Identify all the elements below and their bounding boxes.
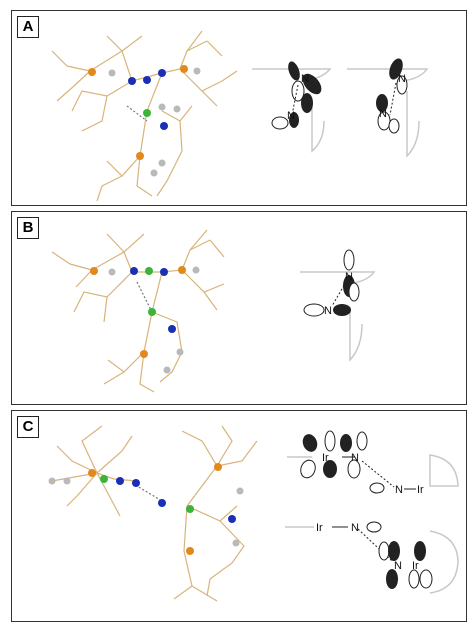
atom-label-ir: Ir	[322, 452, 329, 464]
panel-b: B	[11, 211, 467, 405]
atom-label-n: N	[324, 305, 332, 317]
panel-c-figure: Ir N N Ir Ir N N Ir	[48, 425, 459, 602]
panel-a-figure: N N N N	[51, 30, 429, 202]
panel-a: A	[11, 10, 467, 206]
atom-label-n: N	[351, 522, 359, 534]
atom-label-n: N	[398, 73, 406, 85]
panel-b-figure: N N	[51, 229, 376, 393]
panel-label-c: C	[17, 416, 39, 438]
orbital-diagram-a-right: N N	[347, 58, 429, 158]
atoms-a	[88, 65, 201, 177]
orbital-diagram-c-bottom: Ir N N Ir	[285, 521, 459, 594]
panel-label-b: B	[17, 217, 39, 239]
atom-label-n: N	[301, 73, 309, 85]
orbital-diagram-c-top: Ir N N Ir	[287, 430, 459, 496]
atom-label-ir: Ir	[417, 484, 424, 496]
atoms-b	[90, 266, 200, 374]
panel-c: C	[11, 410, 467, 622]
panel-label-a: A	[17, 16, 39, 38]
atom-label-n: N	[395, 484, 403, 496]
atom-label-n: N	[351, 452, 359, 464]
orbital-diagram-b: N N	[300, 249, 376, 362]
atom-label-n: N	[379, 108, 387, 120]
atom-label-n: N	[394, 560, 402, 572]
crystal-structure-c	[51, 425, 258, 602]
atom-label-ir: Ir	[412, 560, 419, 572]
atom-label-n: N	[287, 110, 295, 122]
orbital-diagram-a-left: N N	[252, 61, 332, 153]
crystal-structure-a	[51, 30, 238, 202]
atom-label-n: N	[345, 271, 353, 283]
crystal-structure-b	[51, 229, 225, 393]
atoms-c	[48, 463, 244, 555]
atom-label-ir: Ir	[316, 522, 323, 534]
